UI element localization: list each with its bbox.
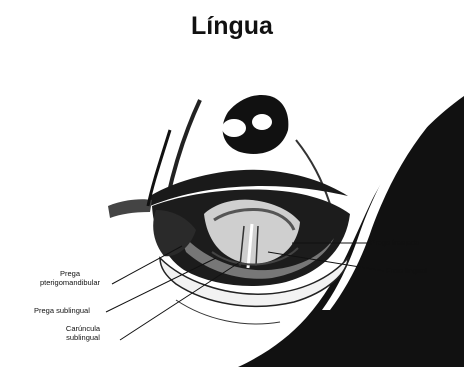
label-prega-franjada: Prega franjada: [370, 239, 419, 248]
label-line: sublingual: [48, 334, 118, 343]
label-prega-pterigomandibular: Prega pterigomandibular: [30, 270, 110, 287]
nostril: [252, 114, 272, 130]
label-freio-lingual: Freio lingual: [386, 267, 427, 276]
label-prega-sublingual: Prega sublingual: [34, 307, 90, 316]
label-line: pterigomandibular: [30, 279, 110, 288]
nostril: [222, 119, 246, 137]
left-cheek-edge: [108, 199, 152, 218]
label-caruncula-sublingual: Carúncula sublingual: [48, 325, 118, 342]
